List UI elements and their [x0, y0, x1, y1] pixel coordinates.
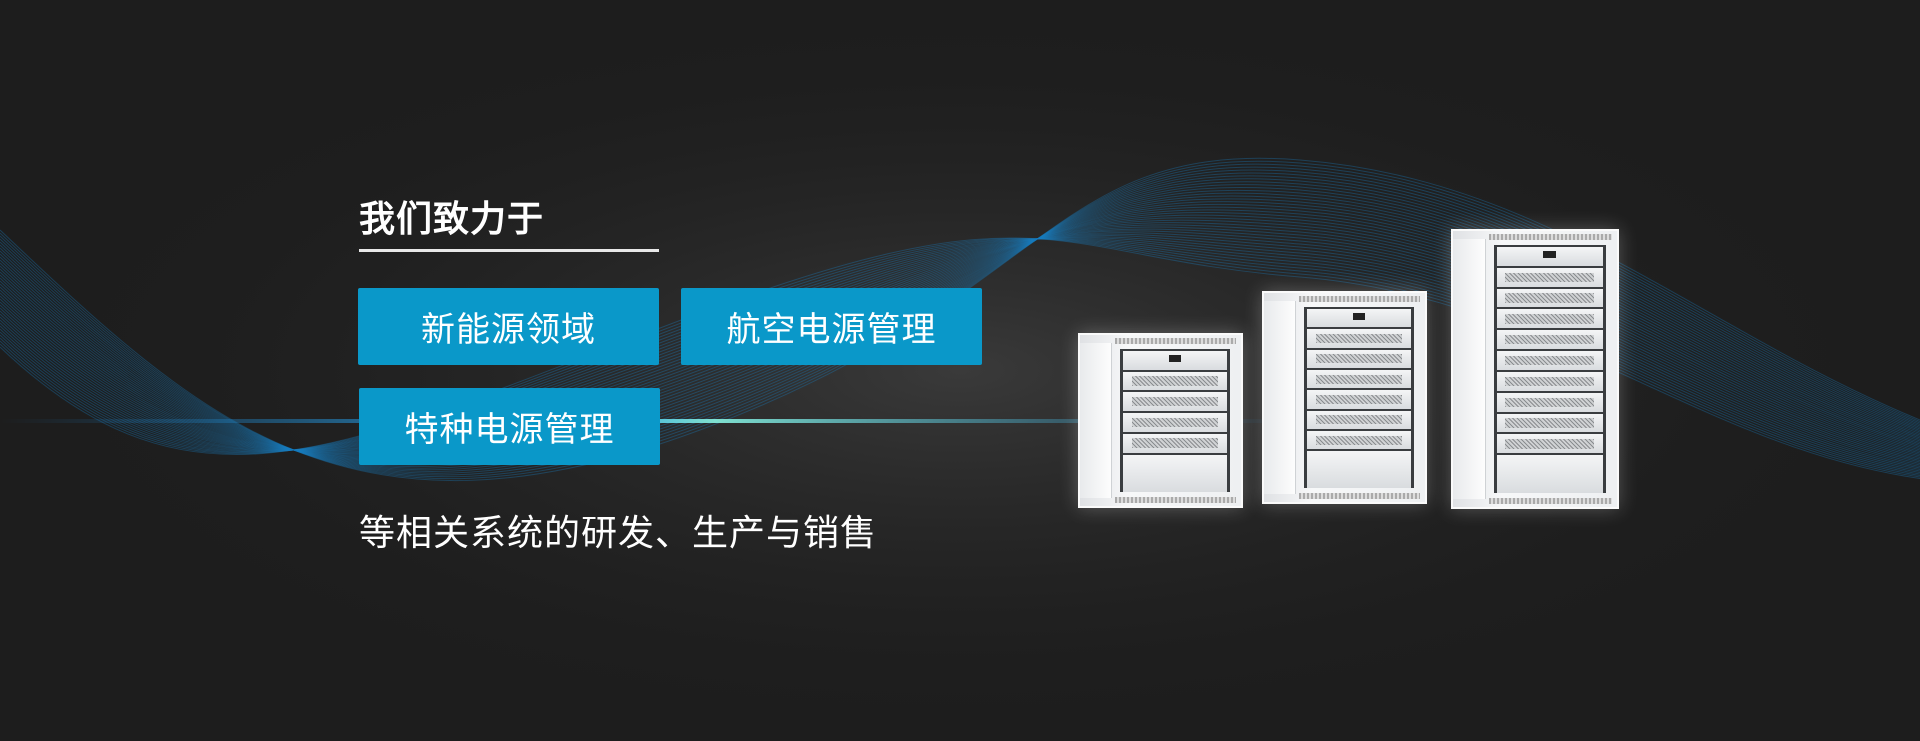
- power-module: [1123, 433, 1227, 453]
- power-module: [1307, 410, 1411, 429]
- power-module: [1497, 371, 1603, 391]
- power-module: [1497, 309, 1603, 329]
- power-module: [1123, 392, 1227, 412]
- heading-underline: [359, 249, 659, 252]
- tag-new-energy[interactable]: 新能源领域: [358, 288, 659, 365]
- power-module: [1497, 267, 1603, 287]
- power-module: [1123, 371, 1227, 391]
- blank-panel: [1307, 451, 1411, 488]
- power-module: [1497, 413, 1603, 433]
- section-heading: 我们致力于: [359, 199, 545, 240]
- blank-panel: [1123, 454, 1227, 492]
- power-cabinet-small: [1078, 333, 1243, 508]
- power-module: [1307, 329, 1411, 348]
- power-module: [1497, 434, 1603, 454]
- display-unit: [1497, 247, 1603, 266]
- power-module: [1307, 390, 1411, 409]
- power-cabinet-large: [1451, 229, 1619, 509]
- display-unit: [1123, 351, 1227, 370]
- power-module: [1123, 413, 1227, 432]
- power-module: [1497, 351, 1603, 370]
- power-module: [1307, 369, 1411, 389]
- hero-subtitle: 等相关系统的研发、生产与销售: [359, 513, 878, 554]
- display-unit: [1307, 309, 1411, 328]
- power-module: [1497, 288, 1603, 308]
- tag-aviation-power[interactable]: 航空电源管理: [681, 288, 982, 365]
- power-module: [1307, 430, 1411, 450]
- blank-panel: [1497, 455, 1603, 493]
- power-cabinet-medium: [1262, 291, 1427, 504]
- power-module: [1307, 349, 1411, 368]
- tag-special-power[interactable]: 特种电源管理: [359, 388, 660, 465]
- power-module: [1497, 330, 1603, 350]
- power-module: [1497, 392, 1603, 412]
